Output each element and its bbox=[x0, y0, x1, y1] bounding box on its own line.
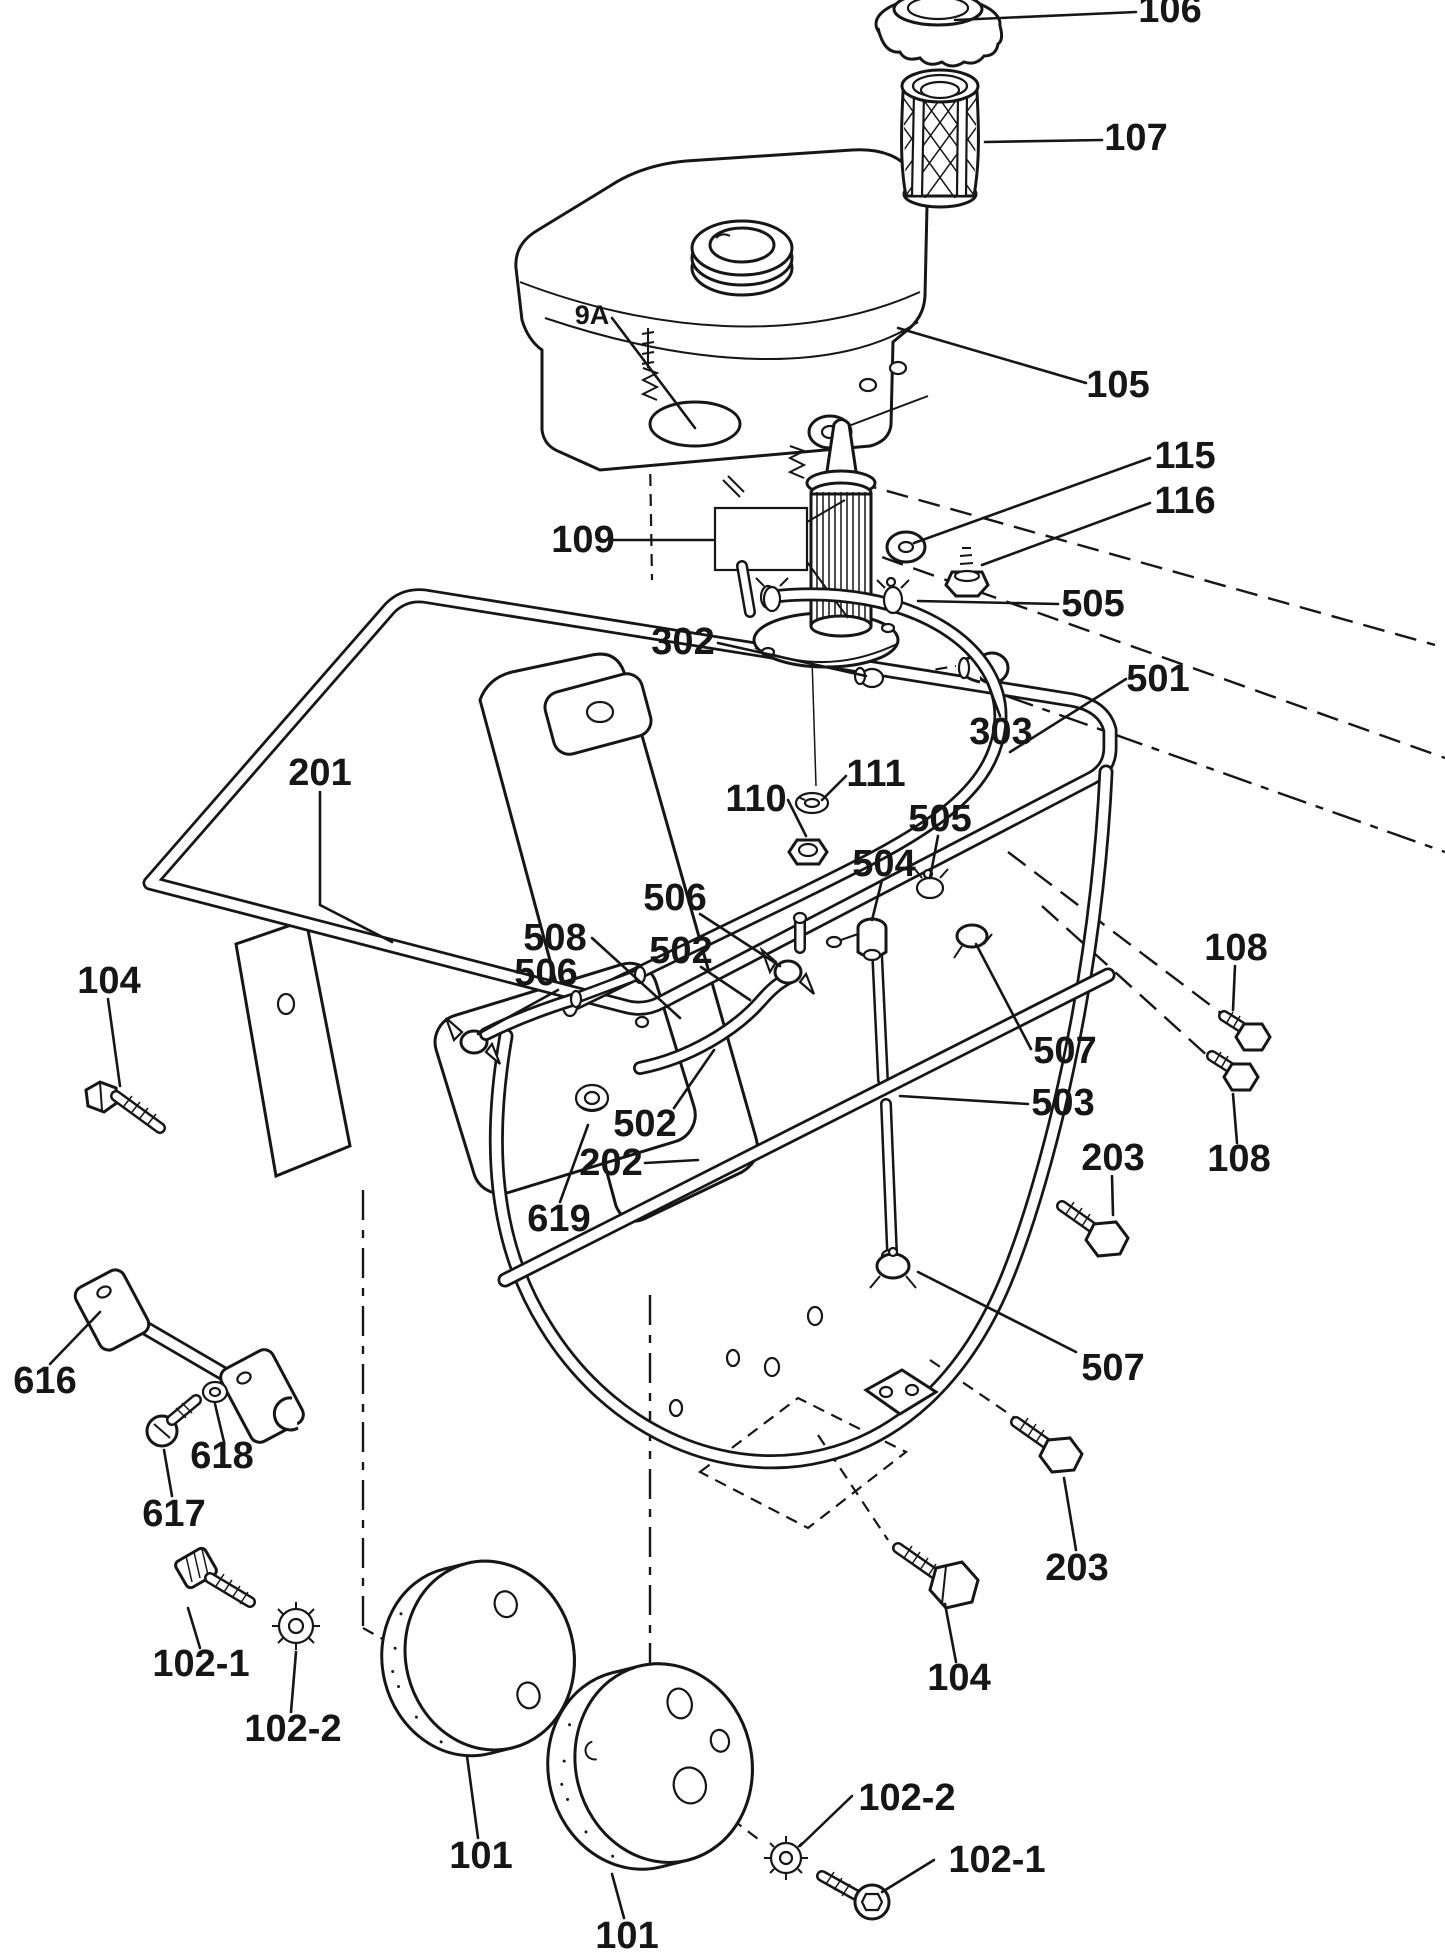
label-102-2-left: 102-2 bbox=[244, 1708, 341, 1750]
label-303: 303 bbox=[969, 711, 1032, 753]
label-110: 110 bbox=[725, 778, 786, 820]
label-203-1: 203 bbox=[1081, 1137, 1144, 1179]
label-101-left: 101 bbox=[449, 1835, 512, 1877]
fuel-cap-106 bbox=[874, 0, 1004, 68]
label-102-2-right: 102-2 bbox=[858, 1777, 955, 1819]
label-9A: 9A bbox=[575, 300, 610, 330]
label-619: 619 bbox=[527, 1198, 590, 1240]
label-201: 201 bbox=[288, 752, 351, 794]
label-104-left: 104 bbox=[77, 960, 140, 1002]
label-502-b: 502 bbox=[613, 1103, 676, 1145]
fuel-pipe-503 bbox=[871, 946, 900, 1264]
fuel-strainer-107 bbox=[900, 68, 980, 209]
rotor-disc-left bbox=[380, 1559, 576, 1758]
fuel-line-assembly bbox=[444, 475, 1008, 1289]
label-508: 508 bbox=[523, 917, 586, 959]
label-106: 106 bbox=[1138, 0, 1201, 31]
label-504: 504 bbox=[852, 843, 915, 885]
label-202: 202 bbox=[579, 1142, 642, 1184]
label-617: 617 bbox=[142, 1493, 205, 1535]
label-102-1-left: 102-1 bbox=[152, 1643, 249, 1685]
leader-lines bbox=[48, 10, 1239, 1920]
shock-mount-616 bbox=[73, 1268, 305, 1448]
part-labels: 106 107 9A 105 115 116 109 505 302 501 3… bbox=[13, 0, 1270, 1952]
label-505-upper: 505 bbox=[1061, 583, 1124, 625]
label-111: 111 bbox=[846, 753, 905, 795]
label-616: 616 bbox=[13, 1360, 76, 1402]
label-104-bottom: 104 bbox=[927, 1657, 990, 1699]
label-108-2: 108 bbox=[1207, 1138, 1270, 1180]
label-503: 503 bbox=[1031, 1082, 1094, 1124]
label-101-bottom: 101 bbox=[595, 1915, 658, 1952]
label-107: 107 bbox=[1104, 117, 1167, 159]
rotor-disc-bottom bbox=[546, 1662, 754, 1871]
label-506-a: 506 bbox=[643, 877, 706, 919]
label-302: 302 bbox=[651, 621, 714, 663]
label-502-a: 502 bbox=[649, 930, 712, 972]
label-116: 116 bbox=[1154, 480, 1215, 522]
label-109: 109 bbox=[551, 519, 614, 561]
label-105: 105 bbox=[1086, 364, 1149, 406]
rotor-fasteners-right bbox=[764, 1836, 891, 1921]
label-203-2: 203 bbox=[1045, 1547, 1108, 1589]
label-507-lower: 507 bbox=[1081, 1347, 1144, 1389]
label-501: 501 bbox=[1126, 658, 1189, 700]
handle-frame-201 bbox=[142, 588, 1118, 1470]
fuel-tank-105 bbox=[514, 148, 929, 472]
label-108-1: 108 bbox=[1204, 927, 1267, 969]
label-102-1-right: 102-1 bbox=[948, 1839, 1045, 1881]
label-507-upper: 507 bbox=[1033, 1030, 1096, 1072]
label-506-b: 506 bbox=[514, 952, 577, 994]
fasteners bbox=[84, 1010, 1272, 1610]
rotor-fasteners-left bbox=[174, 1546, 320, 1650]
label-618: 618 bbox=[190, 1435, 253, 1477]
label-505-mid: 505 bbox=[908, 798, 971, 840]
label-115: 115 bbox=[1154, 435, 1215, 477]
